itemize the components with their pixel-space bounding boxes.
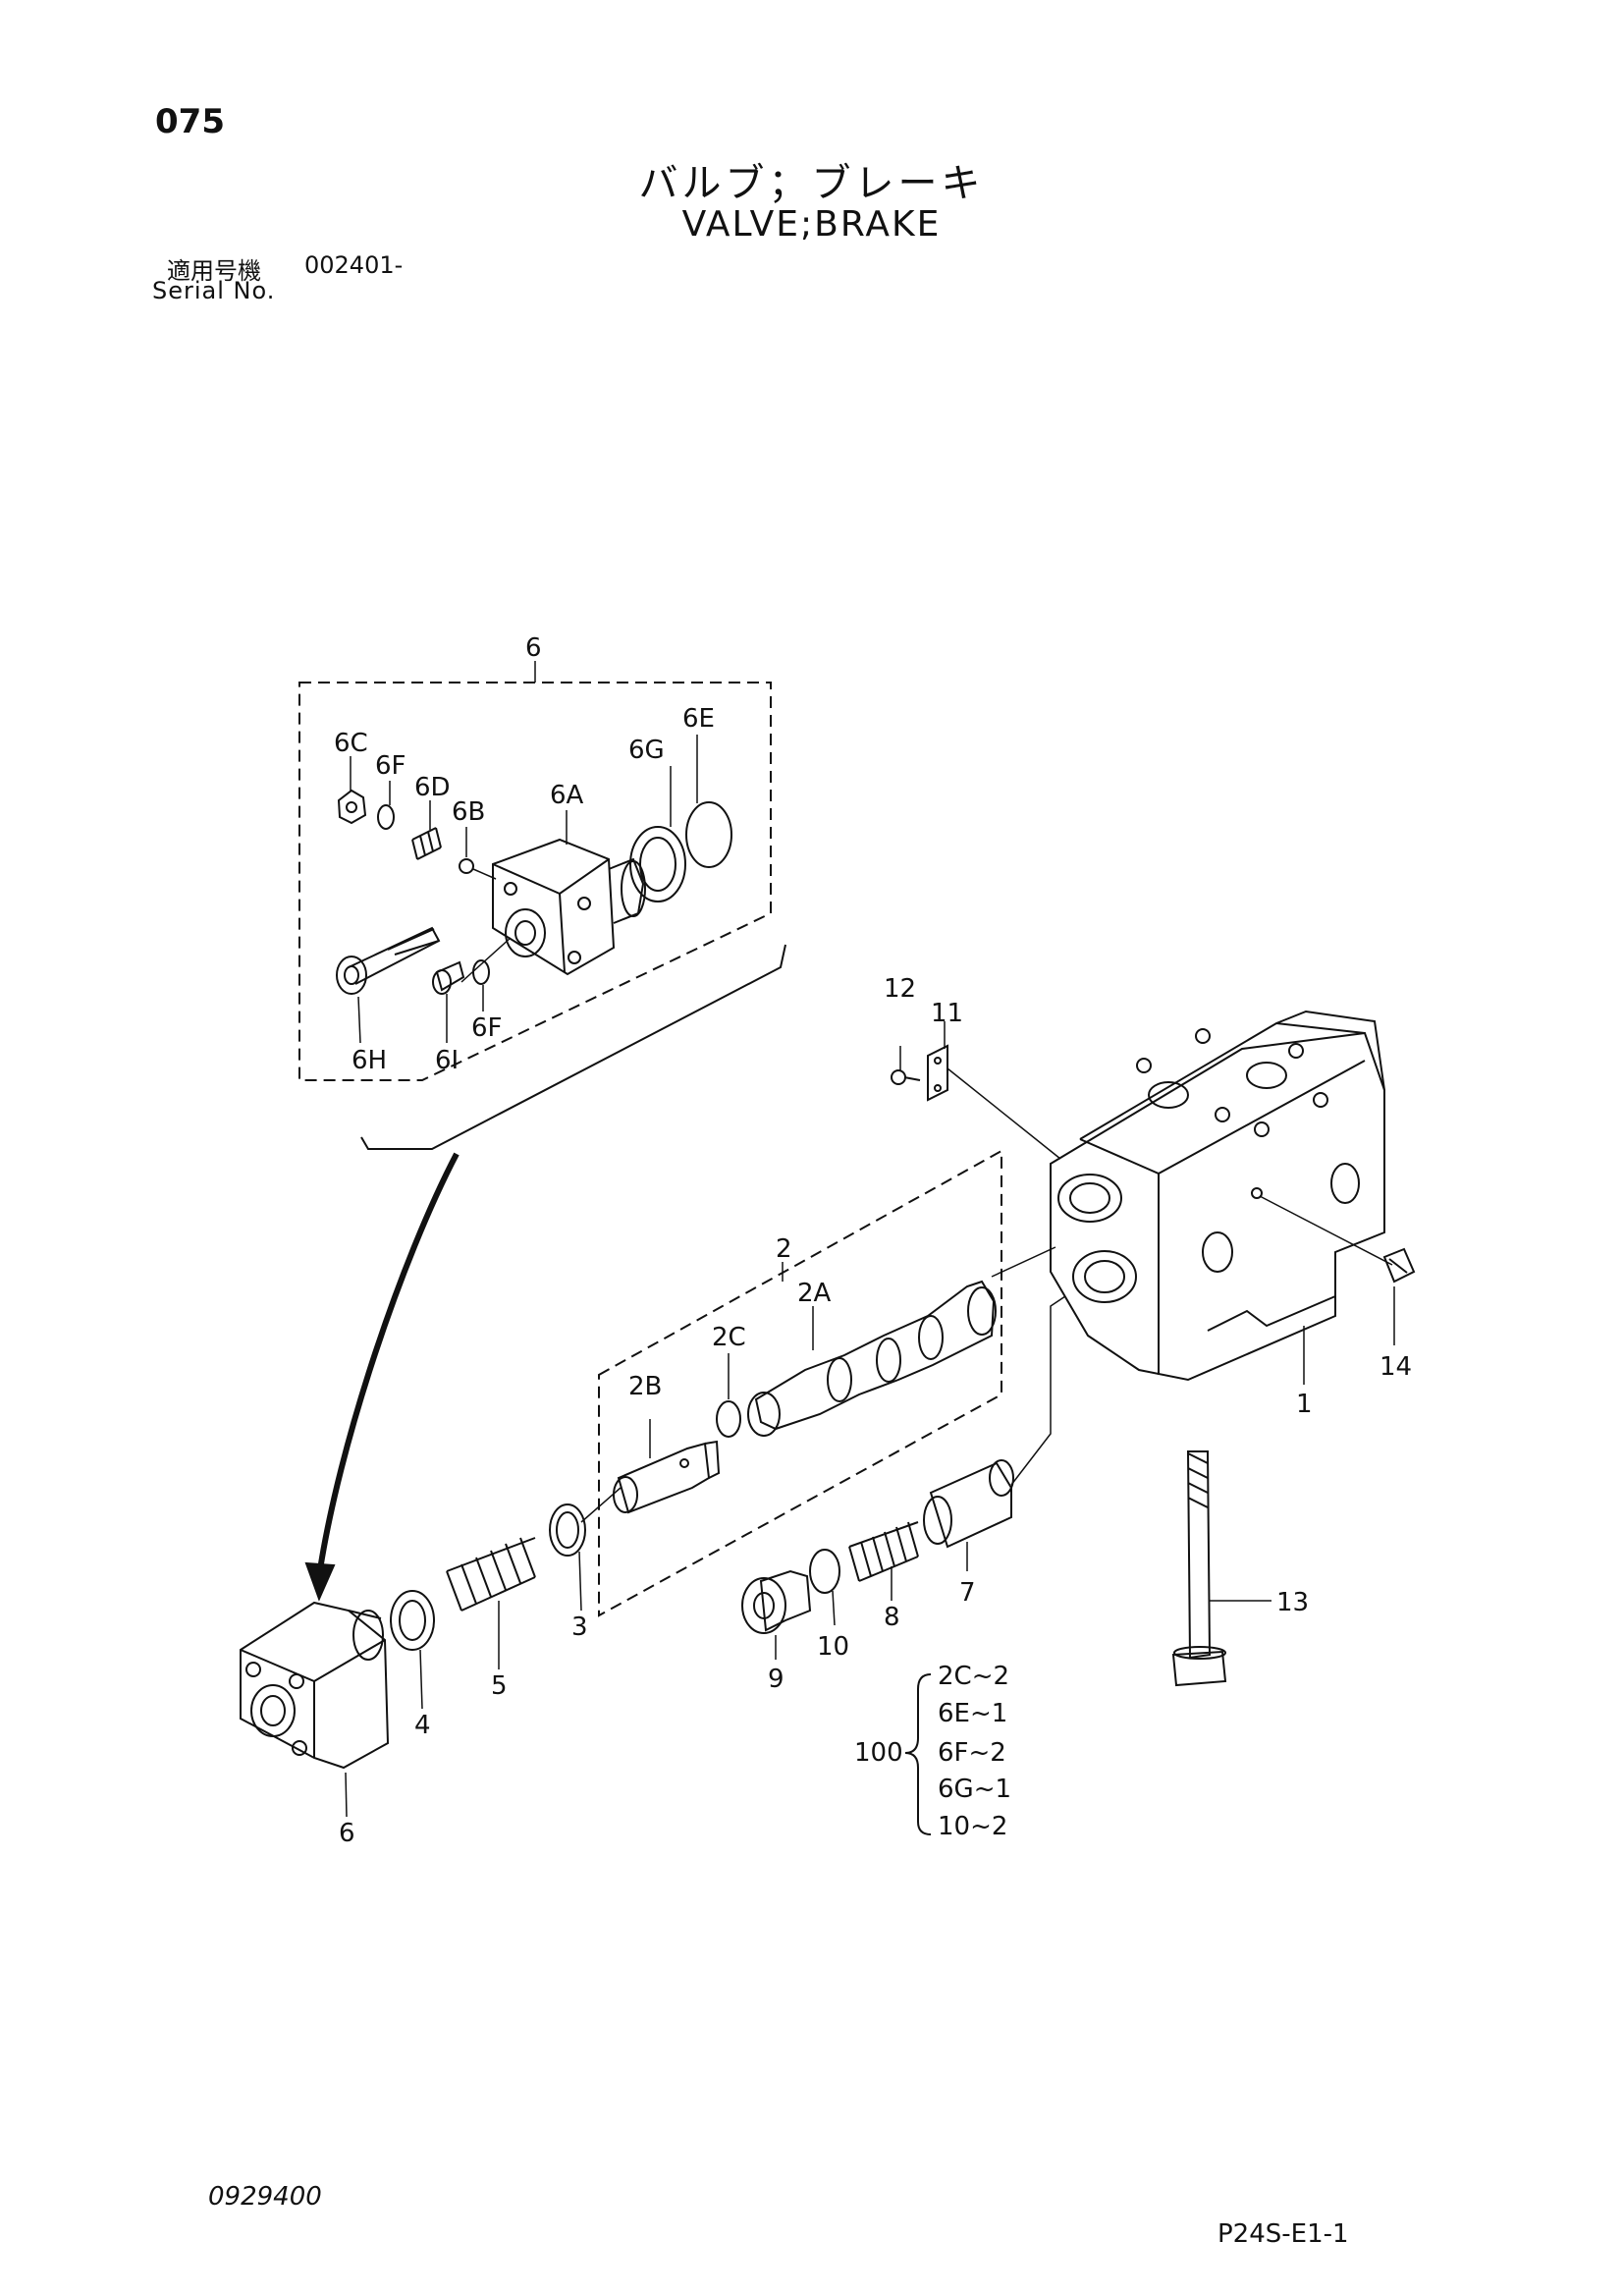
- callout-6f-top: 6F: [375, 751, 406, 781]
- kit-item: 2C~2: [938, 1662, 1009, 1691]
- oring-3: [549, 1503, 586, 1557]
- kit-item: 6G~1: [938, 1775, 1011, 1804]
- detail-bracket: [360, 944, 786, 1150]
- callout-6c: 6C: [334, 729, 368, 758]
- callout-6-top: 6: [525, 633, 542, 663]
- piston-2b: [613, 1419, 721, 1514]
- cover-6a: [492, 810, 646, 976]
- title-japanese: バルブ；ブレーキ: [638, 161, 985, 206]
- ring-4: [390, 1590, 435, 1651]
- callout-6a: 6A: [550, 781, 584, 810]
- callout-6d: 6D: [414, 773, 451, 802]
- plug-14: [1259, 1195, 1416, 1284]
- oring-6f-bottom: [472, 959, 490, 1011]
- spool-2a: [747, 1246, 1056, 1437]
- serial-label-english: Serial No.: [152, 277, 276, 304]
- callout-9: 9: [768, 1665, 784, 1694]
- sleeve-7: [923, 1295, 1066, 1571]
- callout-10: 10: [817, 1632, 849, 1662]
- oring-10: [809, 1549, 840, 1594]
- kit-number: 100: [854, 1738, 903, 1768]
- title-english: VALVE;BRAKE: [681, 204, 942, 245]
- callout-11: 11: [931, 999, 963, 1028]
- callout-6f-bottom: 6F: [471, 1013, 503, 1043]
- kit-brace: [904, 1673, 932, 1835]
- screw-12: [891, 1046, 921, 1085]
- callout-13: 13: [1276, 1588, 1309, 1617]
- callout-2a: 2A: [797, 1279, 832, 1308]
- callout-12: 12: [884, 974, 916, 1004]
- spring-6d: [411, 800, 442, 860]
- bolt-13: [1171, 1450, 1271, 1687]
- callout-8: 8: [884, 1603, 900, 1632]
- callout-2c: 2C: [712, 1323, 746, 1352]
- page-code: P24S-E1-1: [1217, 2219, 1349, 2249]
- bolt-6h: [336, 926, 441, 1044]
- transfer-arrow: [316, 1152, 460, 1577]
- callout-2b: 2B: [628, 1372, 662, 1401]
- valve-body: [1050, 1010, 1385, 1382]
- oring-2c: [716, 1400, 741, 1438]
- callout-2: 2: [776, 1234, 792, 1264]
- oring-6e: [685, 735, 732, 868]
- callout-3: 3: [571, 1613, 588, 1642]
- callout-4: 4: [414, 1711, 431, 1740]
- page-number: 075: [155, 102, 225, 141]
- callout-7: 7: [959, 1578, 976, 1608]
- callout-14: 14: [1380, 1352, 1412, 1382]
- oring-6f-top: [377, 781, 395, 830]
- callout-6g: 6G: [628, 736, 665, 765]
- callout-6i: 6I: [435, 1046, 459, 1075]
- ball-6b: [459, 827, 497, 880]
- callout-6-bottom: 6: [339, 1819, 355, 1848]
- spring-5: [446, 1537, 536, 1669]
- ring-6g: [629, 766, 686, 902]
- serial-label-japanese: 適用号機: [167, 257, 261, 285]
- serial-number-value: 002401-: [304, 251, 404, 279]
- plug-9: [741, 1569, 812, 1660]
- callout-6h: 6H: [352, 1046, 387, 1075]
- plug-6c: [337, 756, 367, 825]
- callout-6b: 6B: [452, 797, 485, 827]
- kit-item: 6E~1: [938, 1699, 1007, 1728]
- callout-5: 5: [491, 1671, 508, 1701]
- kit-item: 10~2: [938, 1812, 1007, 1841]
- detail-box-6: [298, 682, 772, 1081]
- plug-6i: [432, 960, 465, 1043]
- kit-item: 6F~2: [938, 1738, 1006, 1768]
- plate-11: [927, 1021, 1061, 1160]
- spool-group-box: [598, 1149, 1002, 1617]
- callout-6e: 6E: [682, 704, 715, 734]
- callout-1: 1: [1296, 1390, 1313, 1419]
- cover-6-bottom: [240, 1601, 390, 1818]
- spring-8: [848, 1521, 919, 1601]
- document-number: 0929400: [208, 2182, 322, 2212]
